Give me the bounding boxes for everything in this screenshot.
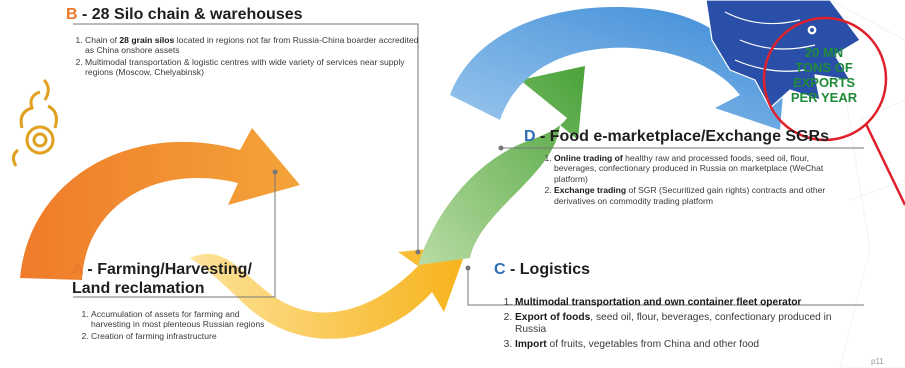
ornament-icon	[11, 78, 58, 167]
list-item: Export of foods, seed oil, flour, bevera…	[515, 312, 834, 336]
page-number: p11	[871, 357, 884, 366]
list-item: Exchange trading of SGR (Securitized gai…	[554, 185, 834, 206]
list-item: Import of fruits, vegetables from China …	[515, 339, 834, 351]
exports-badge: 20 MN TONS OF EXPORTS PER YEAR	[776, 45, 872, 105]
section-c-title-text: - Logistics	[505, 261, 591, 278]
export-callout-line	[864, 123, 905, 206]
arrow-d-marketplace	[450, 6, 786, 130]
section-d-title: D - Food e-marketplace/Exchange SGRs	[524, 127, 854, 146]
section-a-title-line2: Land reclamation	[72, 280, 205, 297]
list-item: Accumulation of assets for farming and h…	[91, 309, 266, 330]
connector-dots	[272, 145, 504, 271]
arrow-c-logistics	[418, 66, 585, 265]
section-d: D - Food e-marketplace/Exchange SGRs Onl…	[524, 127, 854, 207]
section-b-title: B - 28 Silo chain & warehouses	[66, 5, 426, 24]
section-c-title: C - Logistics	[494, 260, 834, 279]
section-c: C - Logistics Multimodal transportation …	[494, 260, 834, 354]
section-c-letter: C	[494, 261, 506, 278]
section-b: B - 28 Silo chain & warehouses Chain of …	[66, 5, 426, 79]
list-item: Creation of farming infrastructure	[91, 331, 266, 341]
section-b-letter: B	[66, 6, 78, 23]
list-item: Multimodal transportation & logistic cen…	[85, 57, 426, 78]
list-item: Chain of 28 grain silos located in regio…	[85, 35, 426, 56]
arrow-b-silos	[190, 245, 468, 339]
section-b-list: Chain of 28 grain silos located in regio…	[66, 35, 426, 78]
export-highlight-circle	[762, 16, 888, 142]
connector-lines	[73, 23, 864, 306]
list-item: Online trading of healthy raw and proces…	[554, 153, 834, 184]
section-a-title-line1: - Farming/Harvesting/	[82, 261, 252, 278]
section-d-title-text: - Food e-marketplace/Exchange SGRs	[535, 128, 829, 145]
dragon-icon	[705, 0, 861, 109]
section-a: A - Farming/Harvesting/ Land reclamation…	[72, 260, 282, 342]
section-c-list: Multimodal transportation and own contai…	[494, 297, 834, 351]
list-item: Multimodal transportation and own contai…	[515, 297, 834, 309]
badge-line: TONS OF	[795, 60, 853, 75]
section-a-list: Accumulation of assets for farming and h…	[72, 309, 266, 341]
badge-line: PER YEAR	[790, 90, 858, 105]
badge-line: 20 MN	[804, 45, 844, 60]
section-d-list: Online trading of healthy raw and proces…	[524, 153, 834, 206]
section-a-letter: A	[72, 261, 83, 278]
badge-line: EXPORTS	[792, 75, 856, 90]
section-a-title: A - Farming/Harvesting/ Land reclamation	[72, 260, 282, 298]
arrow-a-farming	[20, 128, 300, 280]
section-d-letter: D	[524, 128, 536, 145]
section-b-title-text: - 28 Silo chain & warehouses	[77, 6, 303, 23]
